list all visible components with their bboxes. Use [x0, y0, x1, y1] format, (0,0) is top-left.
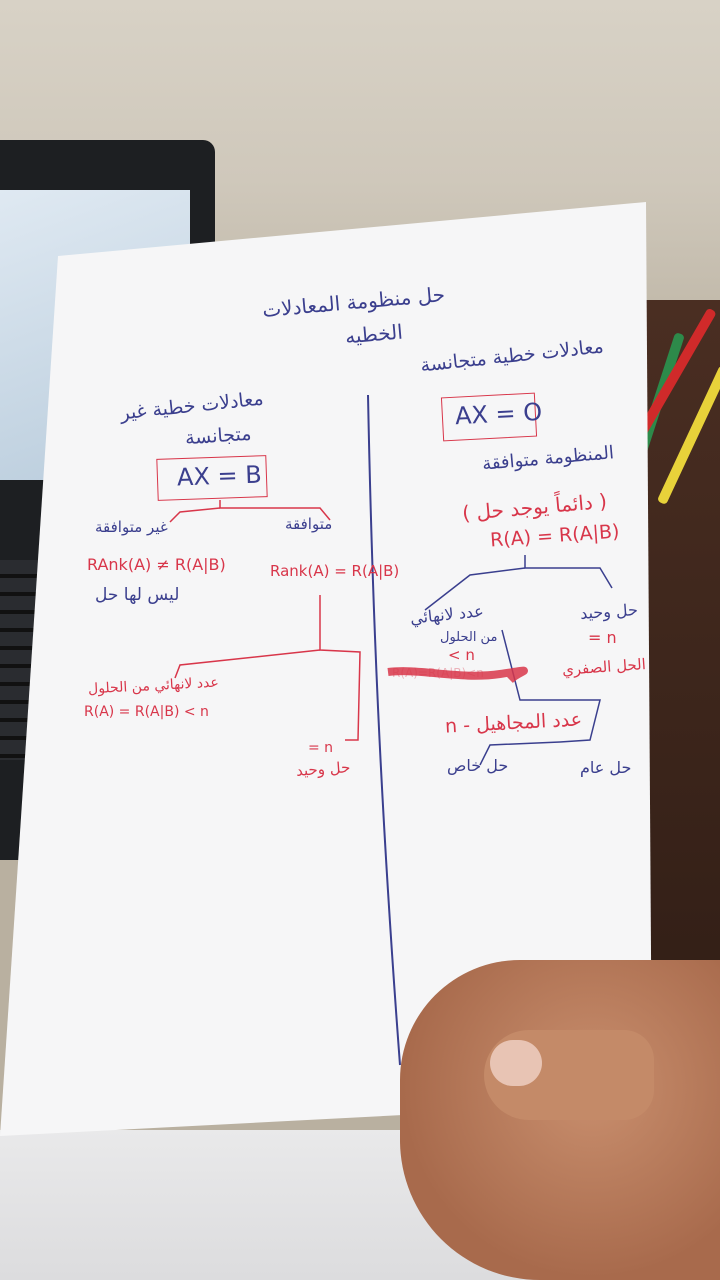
left-equation: AX = B	[176, 460, 263, 492]
title-line2: الخطيه	[344, 319, 404, 349]
right-general-solution: حل عام	[580, 758, 632, 777]
left-no-solution: ليس لها حل	[95, 585, 180, 605]
right-particular-solution: حل خاص	[447, 756, 509, 775]
right-equation: AX = O	[454, 397, 543, 431]
left-rank-eq: Rank(A) = R(A|B)	[270, 562, 400, 580]
right-unique: حل وحيد	[579, 600, 639, 623]
thumb-nail	[490, 1040, 542, 1086]
left-inconsistent: غير متوافقة	[95, 518, 168, 536]
left-consistent: متوافقة	[285, 515, 333, 533]
left-infinite-cond: R(A) = R(A|B) < n	[84, 704, 209, 720]
left-rank-neq: RAnk(A) ≠ R(A|B)	[87, 555, 226, 574]
right-infinite-cond: < n	[448, 646, 475, 664]
right-infinite2: من الحلول	[440, 630, 498, 645]
left-unique-cond: = n	[308, 740, 334, 756]
left-unique: حل وحيد	[295, 758, 351, 780]
left-heading2: متجانسة	[184, 422, 253, 450]
hand	[400, 960, 720, 1280]
right-scribble: R(A)=R(A|B)<n	[392, 666, 484, 680]
right-unique-cond: = n	[588, 628, 617, 647]
